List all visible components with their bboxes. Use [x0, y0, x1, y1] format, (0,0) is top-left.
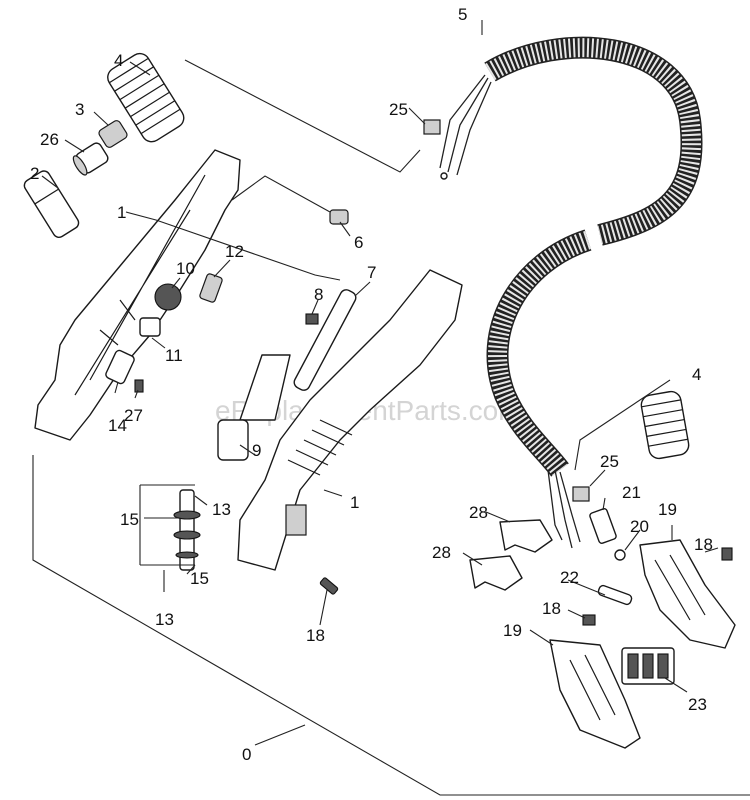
callout-18-mid: 18 [542, 599, 561, 618]
nozzle-part-2 [23, 170, 80, 238]
callout-21: 21 [622, 483, 641, 502]
screw-part-18-bottom [582, 614, 596, 626]
screw-part-18-right [721, 547, 733, 561]
callout-7: 7 [367, 263, 376, 282]
callout-8: 8 [314, 285, 323, 304]
handle-half-part-1-left [34, 149, 241, 441]
callout-26: 26 [40, 130, 59, 149]
callout-9: 9 [252, 441, 261, 460]
callout-11: 11 [165, 346, 183, 365]
trigger-part-14 [105, 349, 135, 385]
callout-5: 5 [458, 5, 467, 24]
spring-part-4-top [107, 52, 185, 143]
callout-19-bottom: 19 [503, 621, 522, 640]
switch-part-12 [199, 273, 223, 303]
block-part-28-bottom [469, 555, 523, 591]
callout-10: 10 [176, 259, 195, 278]
callout-13-a: 13 [212, 500, 231, 519]
callout-14: 14 [108, 416, 127, 435]
sleeve-part-25-right [572, 486, 590, 502]
screw-part-8 [305, 313, 319, 325]
callout-25-right: 25 [600, 452, 619, 471]
spring-clip-part-22 [597, 584, 633, 606]
callout-28-top: 28 [469, 503, 488, 522]
callout-18-right: 18 [694, 535, 713, 554]
ring-part-20 [614, 549, 626, 561]
block-part-28-top [499, 519, 553, 553]
callout-1-left: 1 [117, 203, 126, 222]
callout-labels: 5 4 25 3 26 2 1 6 12 10 7 8 11 14 27 4 9… [30, 5, 713, 764]
knob-part-10 [154, 283, 182, 311]
callout-15-a: 15 [120, 510, 139, 529]
sleeve-part-25-top [423, 119, 441, 135]
sleeve-part-26 [72, 142, 109, 176]
clip-part-11 [139, 317, 161, 337]
spring-part-4-right [640, 390, 690, 460]
screw-part-18-mid [319, 577, 339, 595]
connector-part-9 [217, 354, 291, 461]
lever-part-7 [293, 289, 357, 391]
housing-part-19-top [639, 539, 736, 649]
callout-15-b: 15 [190, 569, 209, 588]
callout-1-mid: 1 [350, 493, 359, 512]
callout-3: 3 [75, 100, 84, 119]
callout-6: 6 [354, 233, 363, 252]
callout-20: 20 [630, 517, 649, 536]
callout-23: 23 [688, 695, 707, 714]
callout-18-bottom: 18 [306, 626, 325, 645]
clip-part-6 [329, 209, 349, 225]
handle-half-part-1-right [237, 269, 463, 571]
hose-assembly [439, 36, 703, 549]
callout-25-top: 25 [389, 100, 408, 119]
callout-0: 0 [242, 745, 251, 764]
screw-part-27 [134, 379, 144, 393]
callout-28-bottom: 28 [432, 543, 451, 562]
valve-parts-13-15 [139, 484, 201, 571]
callout-12: 12 [225, 242, 244, 261]
callout-27: 27 [124, 406, 143, 425]
fitting-part-21 [589, 508, 617, 544]
callout-4-top: 4 [114, 51, 123, 70]
ring-part-3 [98, 120, 128, 148]
callout-13-b: 13 [155, 610, 174, 629]
callout-2: 2 [30, 164, 39, 183]
callout-22: 22 [560, 568, 579, 587]
leader-lines [32, 20, 750, 796]
housing-part-19-bottom [549, 639, 641, 749]
terminal-part-23 [621, 647, 675, 685]
callout-19-top: 19 [658, 500, 677, 519]
callout-4-right: 4 [692, 365, 701, 384]
